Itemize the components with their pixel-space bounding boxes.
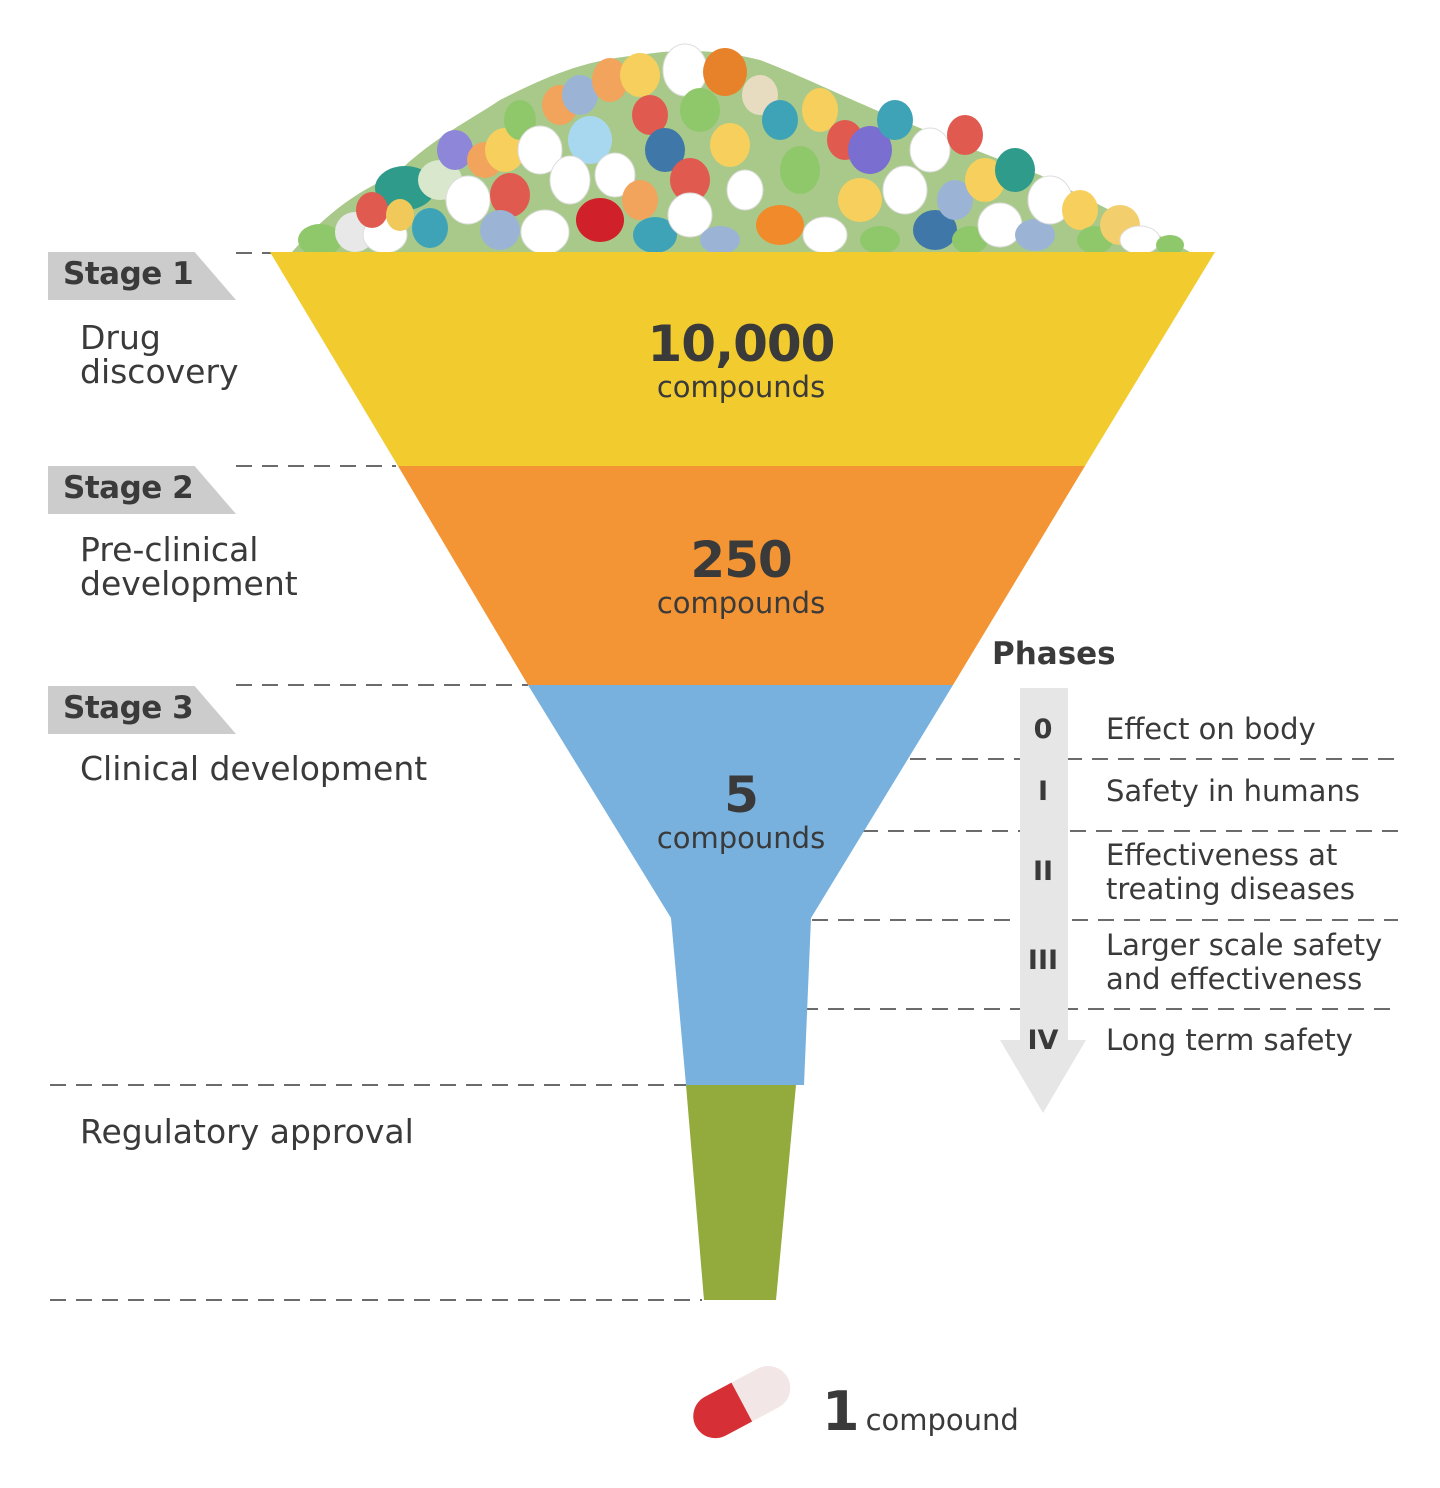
phase-3-text: Larger scale safety and effectiveness (1106, 928, 1383, 996)
stage-1-count: 10,000 compounds (647, 315, 836, 404)
phase-0-text: Effect on body (1106, 712, 1316, 746)
funnel-regulatory (686, 1085, 796, 1300)
phase-4-number: IV (1027, 1025, 1059, 1056)
phase-0-number: 0 (1033, 714, 1053, 745)
pile-of-pills-icon (292, 43, 1190, 256)
red-white-capsule-icon (693, 1365, 791, 1439)
phase-4-text: Long term safety (1106, 1023, 1353, 1057)
stage-3-count: 5 compounds (656, 766, 826, 855)
phases-title: Phases (992, 636, 1116, 672)
regulatory-approval-label: Regulatory approval (80, 1112, 414, 1151)
funnel-stage-1 (270, 252, 1215, 466)
stage-separator-lines (50, 252, 1398, 1301)
stage-3-tag: Stage 3 (48, 686, 236, 734)
phase-3-number: III (1027, 945, 1059, 976)
stage-3-label: Stage 3 (63, 690, 194, 726)
phase-2-number: II (1032, 856, 1054, 887)
stage-2-count: 250 compounds (656, 531, 826, 620)
stage-2-tag: Stage 2 (48, 466, 236, 514)
phase-2-text: Effectiveness at treating diseases (1106, 838, 1355, 906)
stage-2-description: Pre-clinical development (80, 530, 298, 603)
stage-1-description: Drug discovery (80, 318, 239, 391)
phases-arrow-icon (1000, 688, 1086, 1113)
phase-1-number: I (1037, 776, 1049, 807)
phase-1-text: Safety in humans (1106, 774, 1360, 808)
stage-1-tag: Stage 1 (48, 252, 236, 300)
stage-1-label: Stage 1 (63, 256, 194, 292)
funnel-stage-2 (398, 466, 1085, 685)
stage-2-label: Stage 2 (63, 470, 194, 506)
funnel-stage-3 (528, 685, 953, 1085)
stage-3-description: Clinical development (80, 749, 428, 788)
